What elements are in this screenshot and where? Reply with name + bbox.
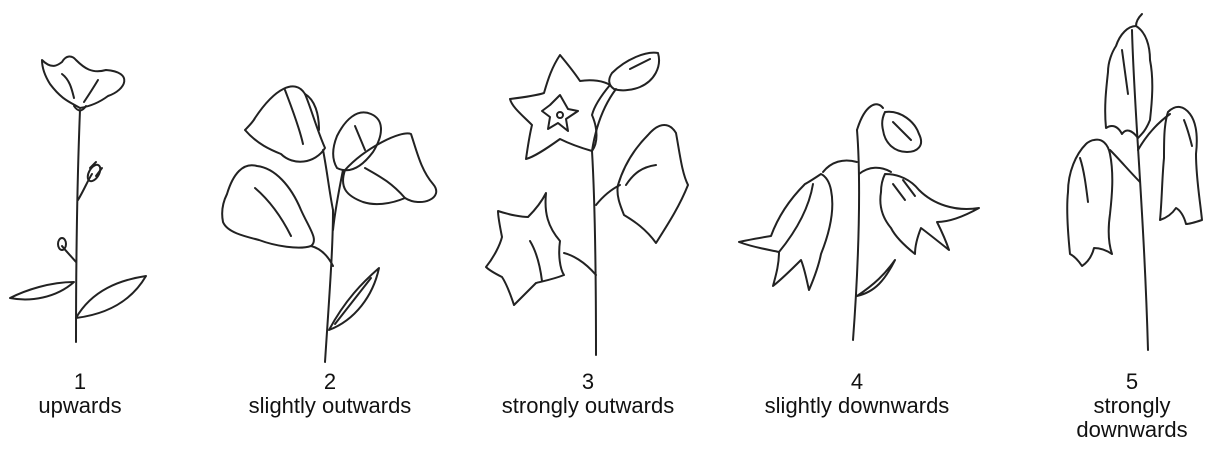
caption-4: 4 slightly downwards [732,370,982,418]
caption-2: 2 slightly outwards [220,370,440,418]
slightly-downward-flower-icon [738,103,980,341]
item-label: slightly downwards [764,393,950,418]
strongly-outward-flower-icon [485,51,689,356]
item-label: upwards [38,393,122,418]
item-label-line-2: downwards [1076,417,1188,442]
item-number: 3 [581,369,595,394]
item-number: 1 [73,369,87,394]
caption-3: 3 strongly outwards [478,370,698,418]
item-label: slightly outwards [248,393,412,418]
item-label: strongly [1093,393,1171,418]
slightly-outward-flower-icon [221,85,437,363]
upward-flower-icon [9,55,147,343]
item-number: 4 [850,369,864,394]
item-number: 2 [323,369,337,394]
item-label: strongly outwards [501,393,675,418]
caption-5: 5 strongly downwards [1062,370,1202,442]
strongly-downward-flower-icon [1066,13,1203,351]
item-number: 5 [1125,369,1139,394]
caption-1: 1 upwards [20,370,140,418]
